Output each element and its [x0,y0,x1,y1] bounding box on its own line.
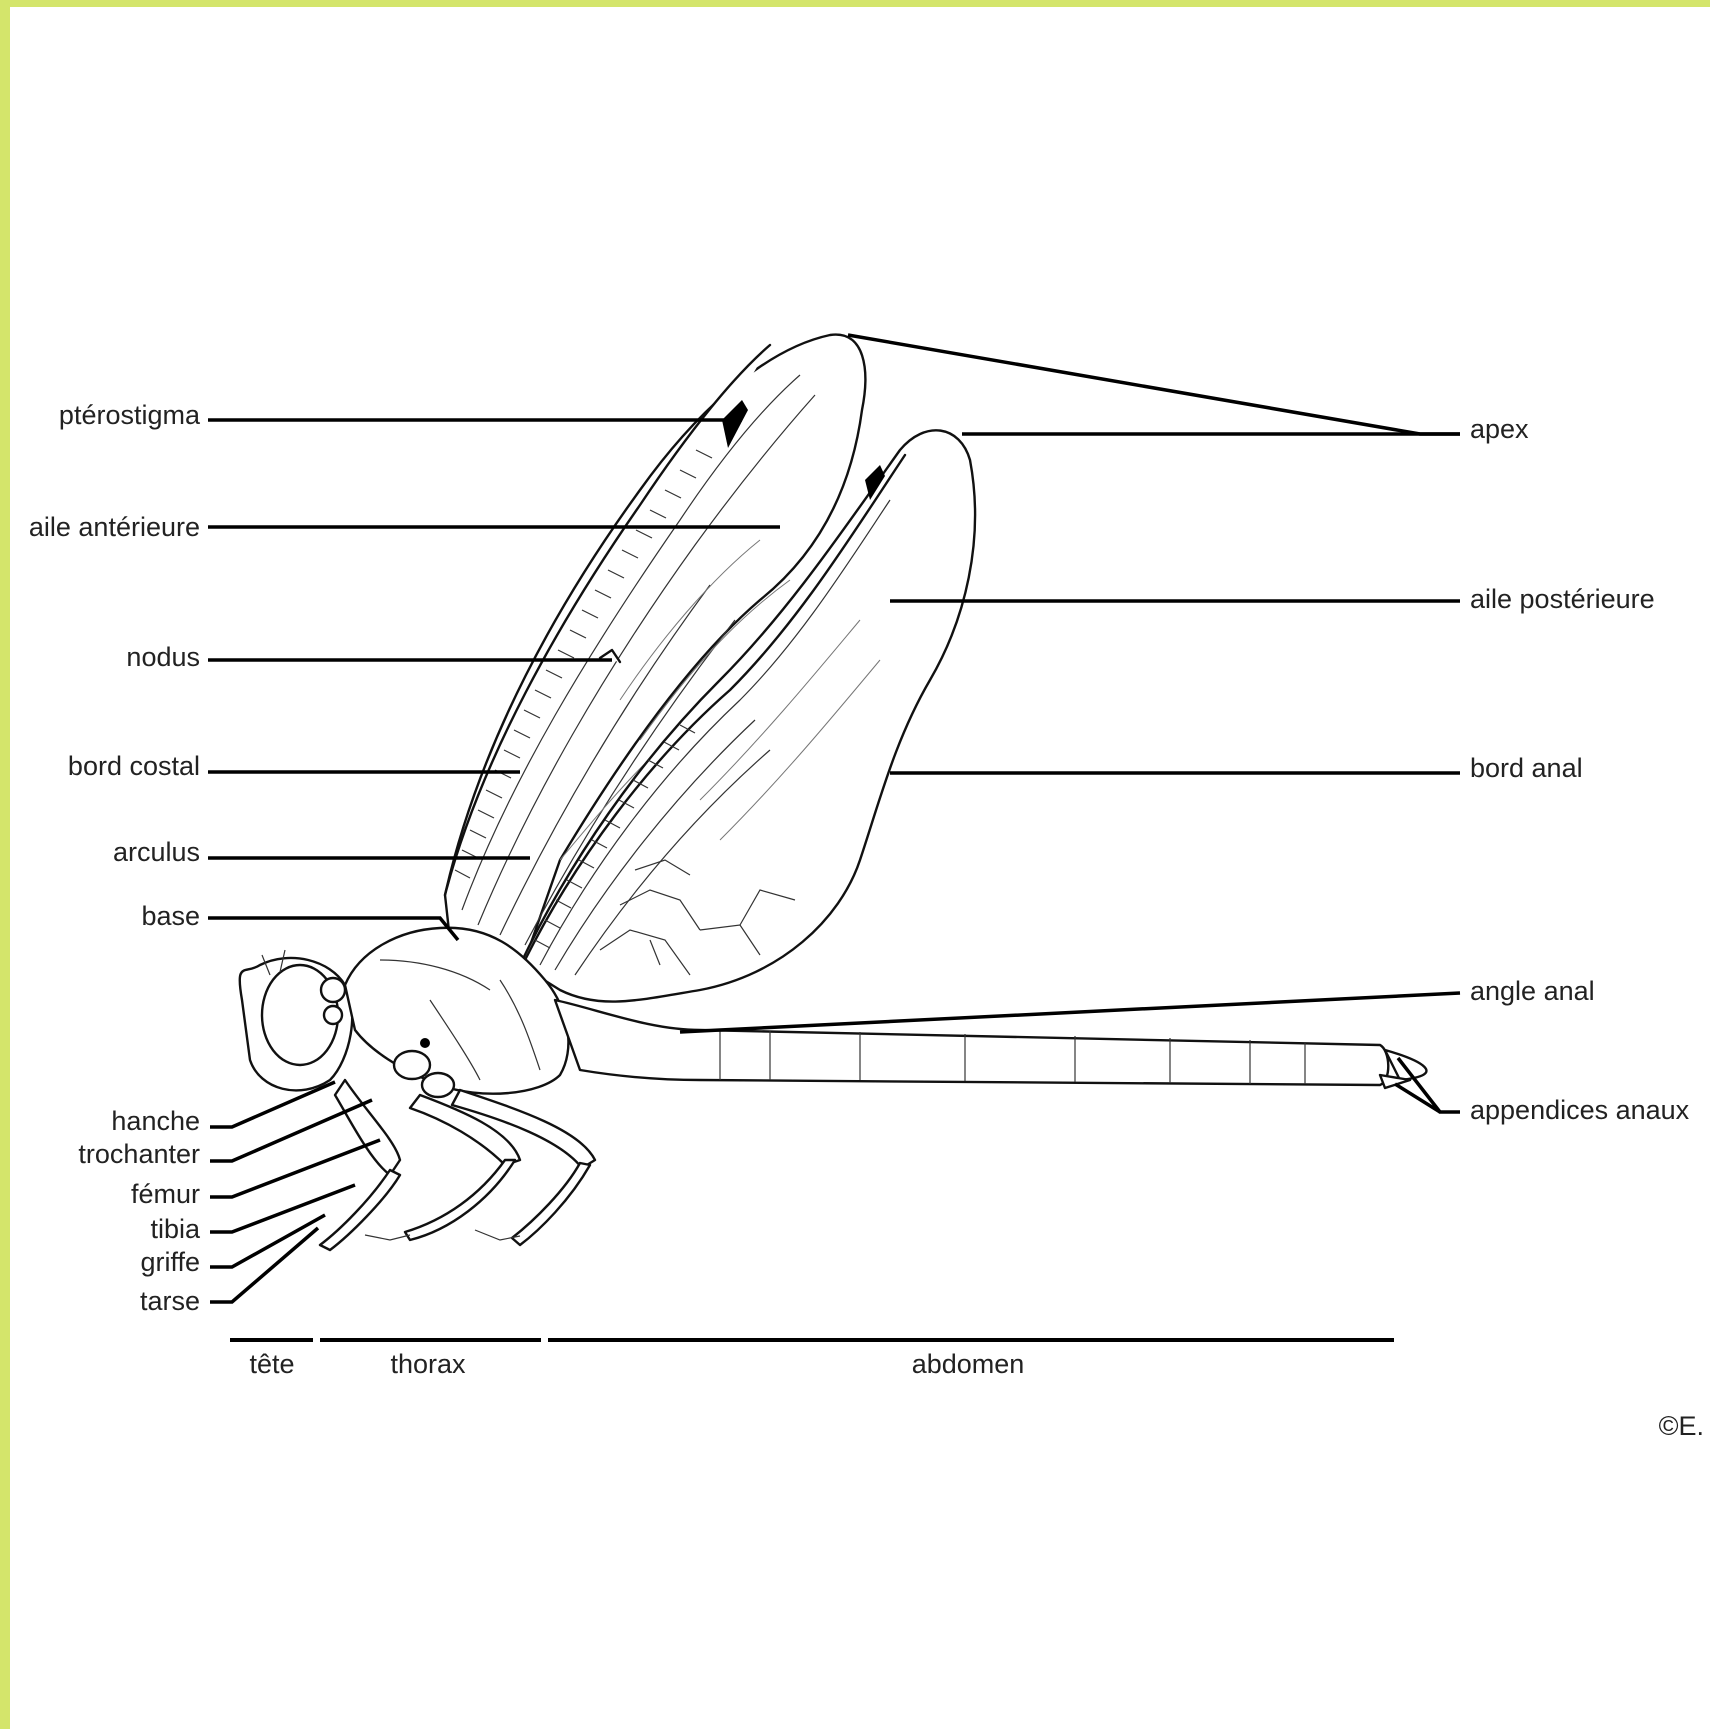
copyright-mark: ©E. [1659,1411,1704,1441]
label-base: base [141,901,200,931]
label-bord-costal: bord costal [68,751,200,781]
label-tarse: tarse [140,1286,200,1316]
leader-angle-anal [680,993,1460,1032]
label-bord-anal: bord anal [1470,753,1583,783]
abdomen [555,1000,1426,1088]
leader-hanche [210,1082,335,1127]
label-apex: apex [1470,414,1529,444]
left-labels: ptérostigma aile antérieure nodus bord c… [29,400,201,1316]
label-pterostigma: ptérostigma [59,400,201,430]
label-tibia: tibia [150,1214,201,1244]
dragonfly-illustration [240,335,1427,1250]
leader-tarse [210,1228,318,1302]
label-aile-anterieure: aile antérieure [29,512,200,542]
label-arculus: arculus [113,837,200,867]
label-appendices-anaux: appendices anaux [1470,1095,1690,1125]
label-nodus: nodus [126,642,200,672]
label-hanche: hanche [111,1106,200,1136]
label-tete: tête [249,1349,294,1379]
segment-labels: tête thorax abdomen [249,1349,1024,1379]
right-labels: apex aile postérieure bord anal angle an… [1470,414,1690,1125]
leader-appendices-anaux-2 [1395,1084,1440,1112]
label-femur: fémur [131,1179,200,1209]
label-thorax: thorax [390,1349,466,1379]
label-abdomen: abdomen [912,1349,1025,1379]
leader-tibia [210,1185,355,1232]
leader-apex-forewing [848,335,1460,434]
leader-femur [210,1140,380,1197]
label-trochanter: trochanter [78,1139,200,1169]
leader-griffe [210,1215,325,1267]
label-griffe: griffe [140,1247,200,1277]
head [240,950,353,1090]
label-angle-anal: angle anal [1470,976,1595,1006]
label-aile-posterieure: aile postérieure [1470,584,1655,614]
